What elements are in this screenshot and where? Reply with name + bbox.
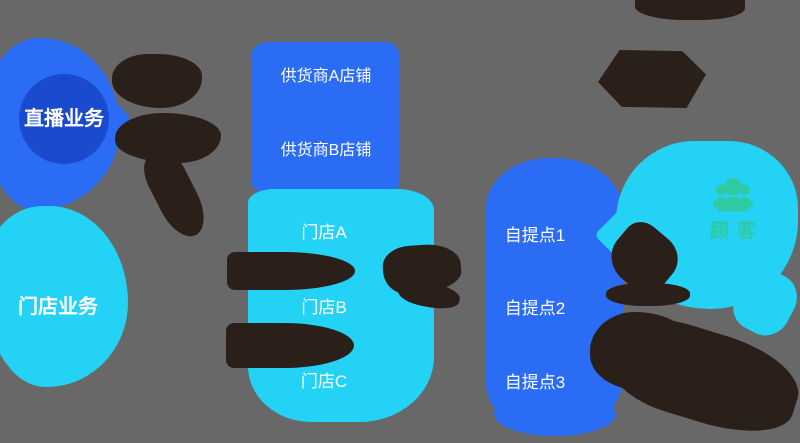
obscured-arrow-blob	[136, 143, 214, 245]
obscured-text-blob	[635, 0, 745, 20]
obscured-arrow-blob	[226, 323, 354, 368]
pickup-3-label: 自提点3	[504, 373, 566, 392]
store-business-blob	[0, 206, 128, 387]
customer-label: 顾客	[709, 221, 764, 242]
pickup-points-blob-bump	[494, 392, 616, 436]
obscured-text-blob	[598, 50, 706, 108]
pickup-1-label: 自提点1	[504, 226, 566, 245]
stores-box	[248, 189, 434, 422]
pickup-2-label: 自提点2	[504, 299, 566, 318]
store-a-label: 门店A	[301, 223, 347, 242]
live-business-label: 直播业务	[24, 108, 104, 130]
obscured-text-blob	[112, 54, 202, 108]
suppliers-box	[251, 42, 400, 193]
obscured-arrow-blob	[227, 252, 355, 290]
supplier-a-label: 供货商A店铺	[280, 68, 372, 85]
supplier-b-label: 供货商B店铺	[280, 142, 372, 159]
people-icon	[713, 175, 753, 217]
store-c-label: 门店C	[300, 372, 348, 391]
store-b-label: 门店B	[301, 298, 347, 317]
store-business-label: 门店业务	[18, 296, 98, 318]
live-business-node: 直播业务	[19, 74, 109, 164]
obscured-text-blob	[606, 283, 690, 306]
